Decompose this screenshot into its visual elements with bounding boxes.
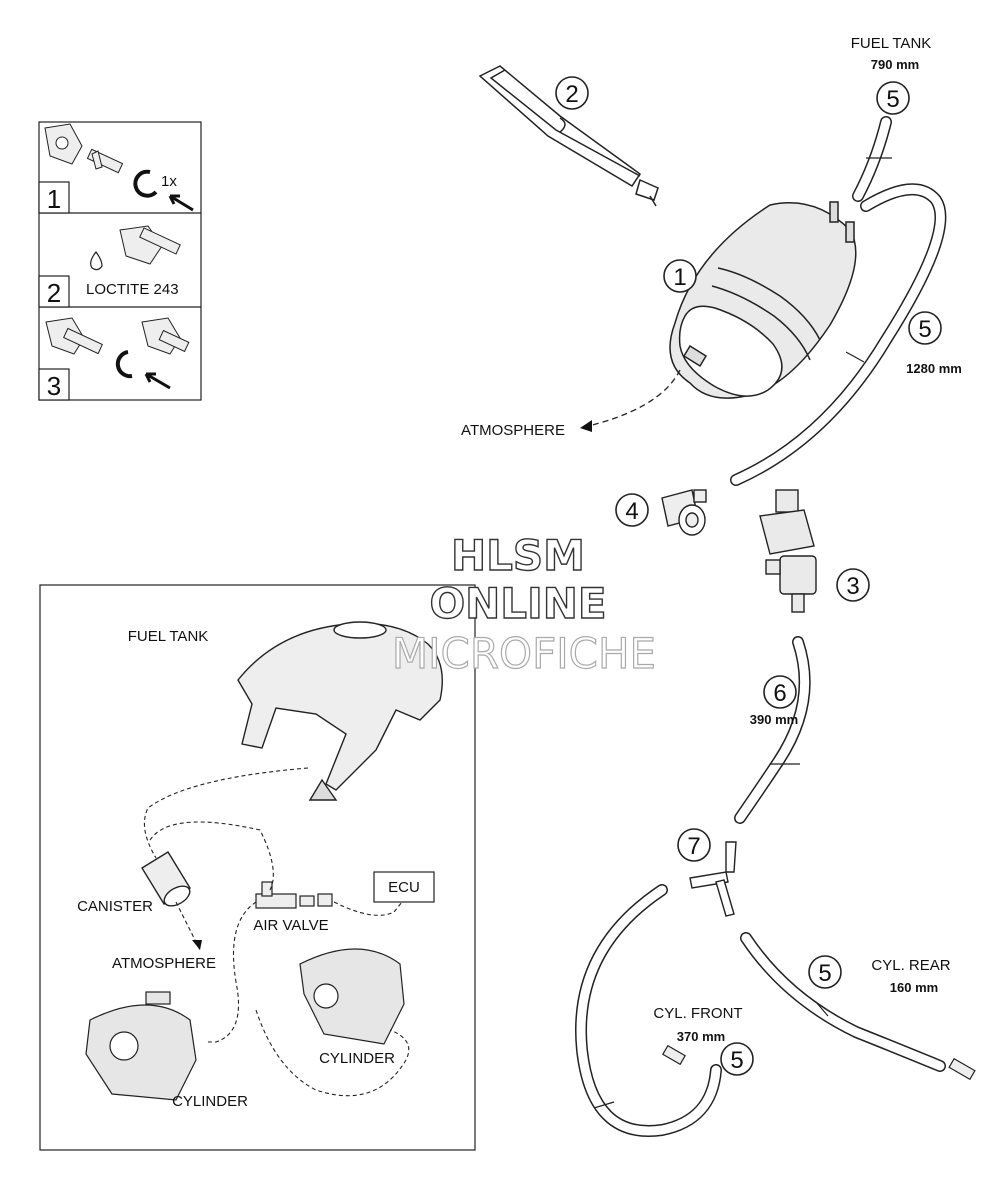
schematic-canister — [141, 851, 191, 907]
fuel-tank-length: 790 mm — [871, 57, 919, 72]
hose-6-length: 390 mm — [750, 712, 798, 727]
drop-icon — [90, 251, 103, 271]
callout-5-rear — [808, 955, 842, 989]
fuel-tank-label: FUEL TANK — [851, 35, 932, 52]
callout-5-front — [720, 1042, 754, 1076]
step-1: 1 1x — [38, 123, 194, 214]
instruction-steps-panel: 1 1x 2 LOCTITE 243 3 — [38, 121, 202, 401]
step-2-number: 2 — [47, 278, 61, 308]
hose-5-length: 1280 mm — [906, 361, 962, 376]
schematic-atmosphere-label: ATMOSPHERE — [112, 955, 216, 972]
schematic-fuel-tank — [237, 621, 443, 801]
callout-5-fuel-tank — [876, 81, 910, 115]
step-1-note: 1x — [161, 173, 177, 190]
callout-2-number: 2 — [565, 81, 578, 108]
cyl-rear-length: 160 mm — [890, 980, 938, 995]
callout-6 — [763, 675, 797, 709]
callout-5-rear-number: 5 — [818, 960, 831, 987]
callout-1-number: 1 — [673, 264, 686, 291]
schematic-fuel-tank-label: FUEL TANK — [128, 628, 209, 645]
step-1-number: 1 — [47, 184, 61, 214]
tighten-arrow-icon — [168, 194, 194, 212]
loctite-label: LOCTITE 243 — [86, 281, 179, 298]
step-2: 2 LOCTITE 243 — [38, 225, 181, 308]
schematic-cylinder-front — [85, 991, 197, 1101]
step-2-nipple-illustration — [119, 225, 181, 265]
callout-7 — [677, 828, 711, 862]
callout-6-number: 6 — [773, 680, 786, 707]
callout-5-long-number: 5 — [918, 316, 931, 343]
step-3: 3 — [38, 317, 190, 401]
callout-5-fuel-tank-number: 5 — [886, 86, 899, 113]
part-1-canister — [669, 201, 857, 399]
schematic-cylinder-rear — [299, 948, 405, 1045]
part-2-bracket — [478, 65, 659, 207]
atmosphere-label: ATMOSPHERE — [461, 422, 565, 439]
cyl-rear-label: CYL. REAR — [871, 957, 950, 974]
rotate-arrow-icon — [133, 169, 158, 198]
callout-3 — [836, 568, 870, 602]
cyl-front-length: 370 mm — [677, 1029, 725, 1044]
atmosphere-arrow — [579, 369, 681, 429]
watermark: HLSM ONLINE MICROFICHE — [391, 530, 656, 678]
schematic-routing-lines — [143, 767, 410, 1097]
callout-4 — [615, 493, 649, 527]
callout-3-number: 3 — [846, 573, 859, 600]
watermark-line-2: ONLINE — [429, 579, 606, 628]
schematic-ecu-label: ECU — [388, 879, 420, 896]
step-3-number: 3 — [47, 371, 61, 401]
nipple-front — [662, 1044, 686, 1066]
schematic-ecu — [373, 871, 435, 903]
rotate-arrow-icon — [115, 350, 133, 379]
tighten-arrow-icon — [144, 372, 171, 390]
part-4-clip — [661, 489, 707, 536]
schematic-canister-label: CANISTER — [77, 898, 153, 915]
schematic-air-valve — [255, 881, 333, 909]
callout-4-number: 4 — [625, 498, 638, 525]
schematic-cylinder-front-label: CYLINDER — [172, 1093, 248, 1110]
callout-5-front-number: 5 — [730, 1047, 743, 1074]
callout-1 — [663, 259, 697, 293]
cyl-front-label: CYL. FRONT — [653, 1005, 742, 1022]
part-7-t-piece — [689, 841, 737, 917]
part-3-valve — [759, 489, 817, 613]
step-3-nipple-illustration — [45, 317, 190, 355]
callout-7-number: 7 — [687, 833, 700, 860]
nipple-rear — [948, 1057, 976, 1081]
watermark-line-1: HLSM — [451, 531, 585, 580]
callout-2 — [555, 76, 589, 110]
schematic-air-valve-label: AIR VALVE — [253, 917, 328, 934]
schematic-cylinder-rear-label: CYLINDER — [319, 1050, 395, 1067]
callout-5-long — [908, 311, 942, 345]
watermark-line-3: MICROFICHE — [392, 629, 656, 678]
routing-schematic-panel: FUEL TANK CANISTER ATMOSPHERE AIR VALVE … — [39, 584, 476, 1151]
step-1-nipple-illustration — [44, 123, 124, 174]
